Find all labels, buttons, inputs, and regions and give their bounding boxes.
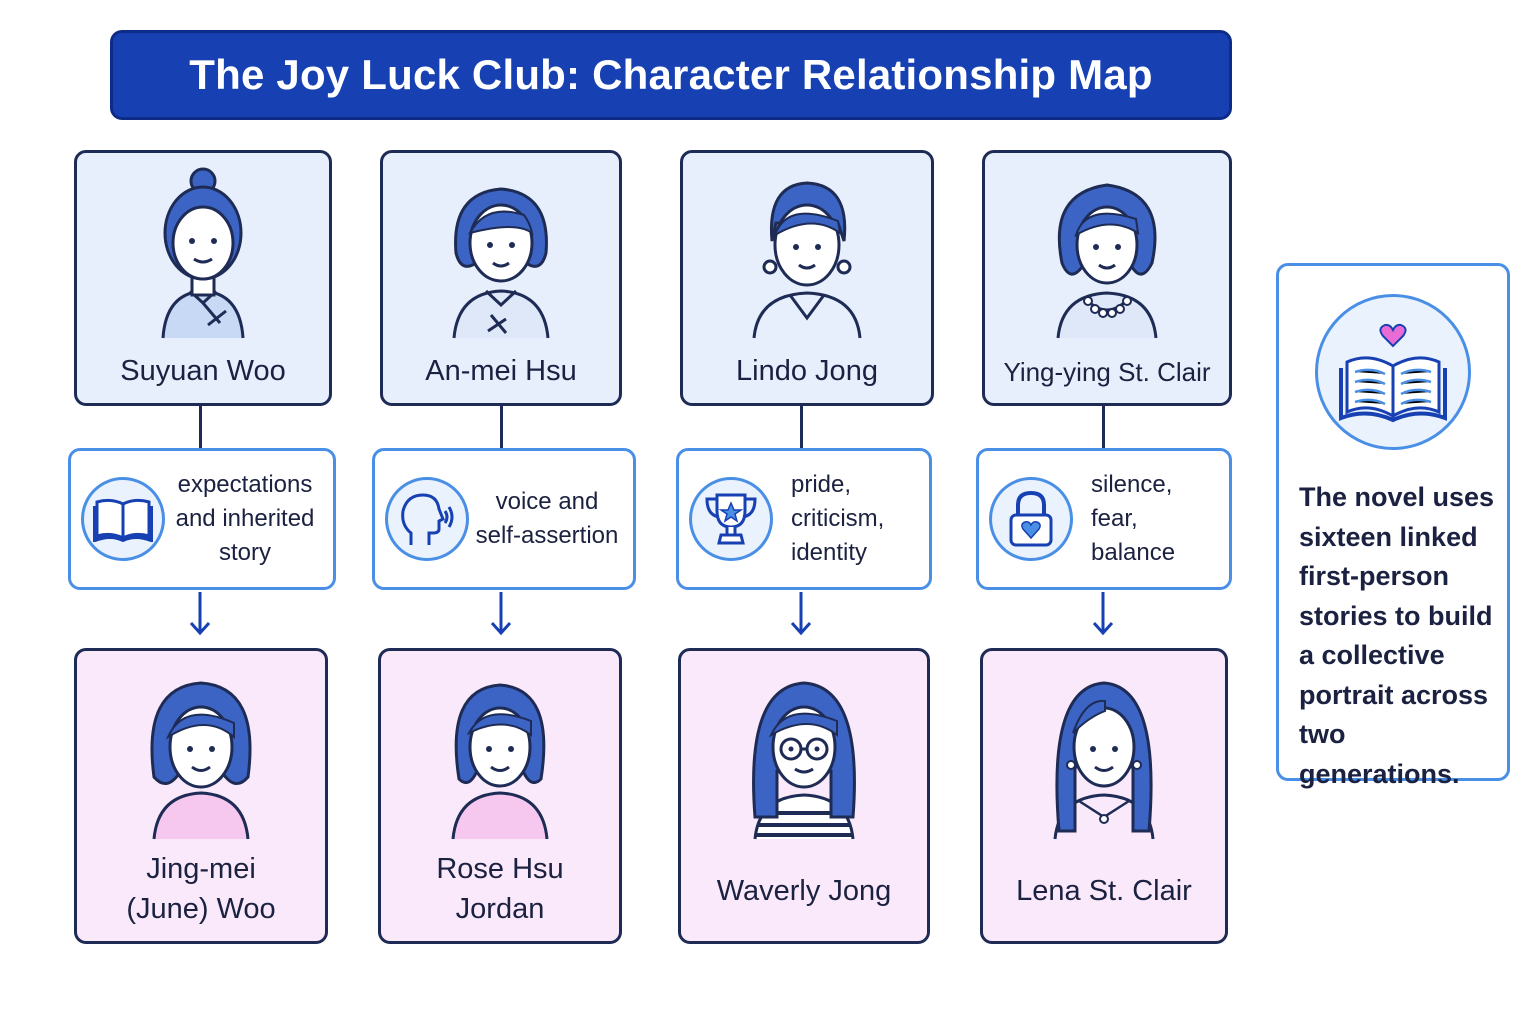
connector-line bbox=[500, 406, 503, 448]
theme-box-stclair[interactable]: silence, fear, balance bbox=[976, 448, 1232, 590]
daughter-card-lena[interactable]: Lena St. Clair bbox=[980, 648, 1228, 944]
mother-name: An-mei Hsu bbox=[425, 355, 577, 387]
daughter-name: Jing-mei (June) Woo bbox=[126, 853, 276, 925]
theme-label: voice and self-assertion bbox=[475, 488, 619, 549]
daughter-card-waverly[interactable]: Waverly Jong bbox=[678, 648, 930, 944]
theme-icon-badge bbox=[989, 477, 1073, 561]
theme-box-woo[interactable]: expectations and inherited story bbox=[68, 448, 336, 590]
anmei-portrait-icon bbox=[452, 187, 550, 339]
theme-icon-badge bbox=[385, 477, 469, 561]
waverly-portrait-icon bbox=[752, 681, 856, 840]
mother-name: Ying-ying St. Clair bbox=[1003, 357, 1211, 387]
mother-card-suyuan[interactable]: Suyuan Woo bbox=[74, 150, 332, 406]
connector-line bbox=[800, 406, 803, 448]
daughter-card-jingmei[interactable]: Jing-mei (June) Woo bbox=[74, 648, 328, 944]
theme-label: pride, criticism, identity bbox=[791, 471, 885, 566]
mother-name: Suyuan Woo bbox=[120, 355, 286, 387]
theme-box-hsu[interactable]: voice and self-assertion bbox=[372, 448, 636, 590]
connector-line bbox=[199, 406, 202, 448]
mother-card-yingying[interactable]: Ying-ying St. Clair bbox=[982, 150, 1232, 406]
jingmei-portrait-icon bbox=[150, 681, 252, 840]
book-icon bbox=[93, 498, 153, 542]
mother-card-lindo[interactable]: Lindo Jong bbox=[680, 150, 934, 406]
side-icon-badge bbox=[1315, 294, 1471, 450]
arrow-down-icon bbox=[1092, 592, 1114, 636]
daughter-name: Waverly Jong bbox=[716, 875, 892, 907]
theme-label: silence, fear, balance bbox=[1091, 471, 1176, 566]
page-title: The Joy Luck Club: Character Relationshi… bbox=[189, 51, 1153, 98]
trophy-icon bbox=[705, 493, 757, 545]
mother-card-anmei[interactable]: An-mei Hsu bbox=[380, 150, 622, 406]
lena-portrait-icon bbox=[1053, 681, 1155, 840]
daughter-card-rose[interactable]: Rose Hsu Jordan bbox=[378, 648, 622, 944]
heart-lock-icon bbox=[1009, 490, 1053, 547]
open-book-heart-icon bbox=[1339, 323, 1447, 423]
arrow-down-icon bbox=[490, 592, 512, 636]
suyuan-portrait-icon bbox=[161, 167, 245, 339]
connector-line bbox=[1102, 406, 1105, 448]
side-note-panel: The novel uses sixteen linked first-pers… bbox=[1276, 263, 1510, 789]
mother-name: Lindo Jong bbox=[736, 355, 878, 387]
theme-label: expectations and inherited story bbox=[175, 471, 315, 566]
theme-icon-badge bbox=[81, 477, 165, 561]
arrow-down-icon bbox=[790, 592, 812, 636]
side-note-text: The novel uses sixteen linked first-pers… bbox=[1299, 482, 1495, 789]
rose-portrait-icon bbox=[451, 683, 549, 840]
yingying-portrait-icon bbox=[1056, 183, 1158, 339]
daughter-name: Rose Hsu Jordan bbox=[436, 853, 564, 925]
speaking-head-icon bbox=[401, 493, 454, 545]
daughter-name: Lena St. Clair bbox=[1016, 875, 1192, 907]
arrow-down-icon bbox=[189, 592, 211, 636]
theme-box-jong[interactable]: pride, criticism, identity bbox=[676, 448, 932, 590]
theme-icon-badge bbox=[689, 477, 773, 561]
lindo-portrait-icon bbox=[752, 181, 862, 339]
title-banner: The Joy Luck Club: Character Relationshi… bbox=[110, 30, 1232, 120]
